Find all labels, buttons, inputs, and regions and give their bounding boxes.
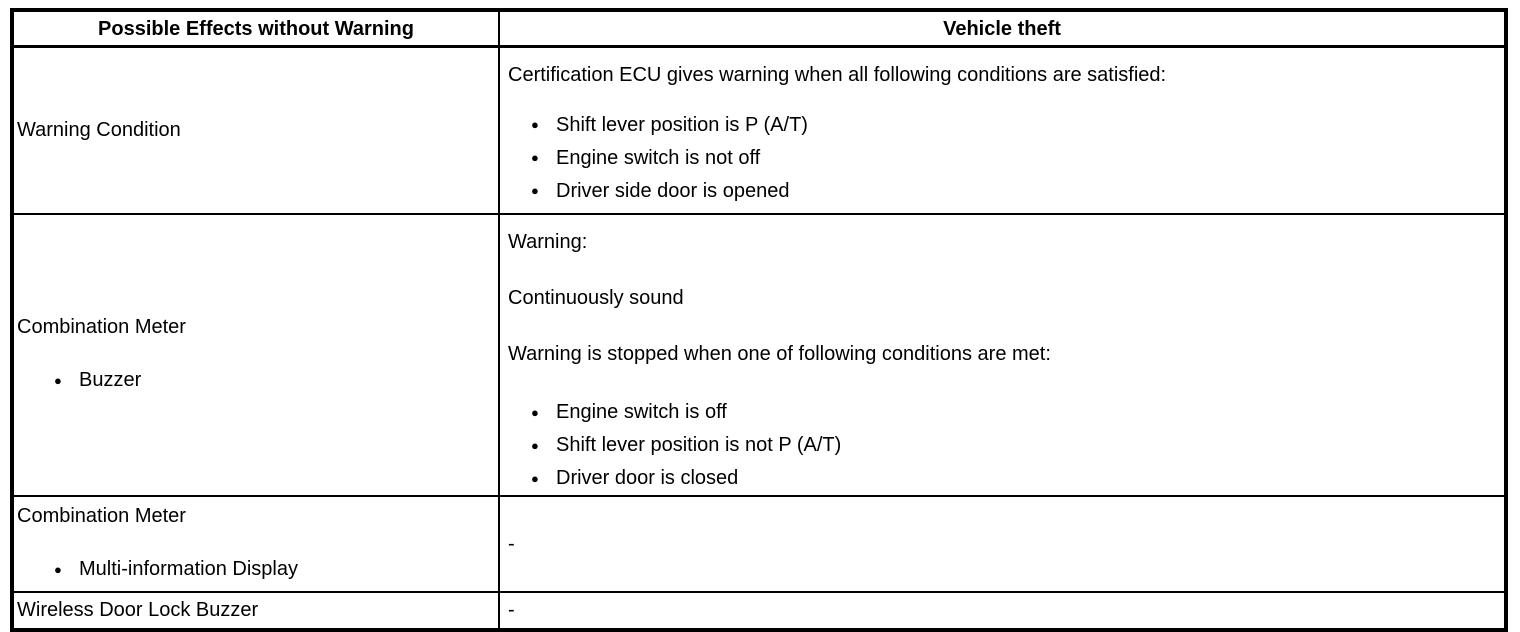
table-row-wireless-door-lock-buzzer: Wireless Door Lock Buzzer - [11,590,1507,631]
row-label: Combination Meter [17,504,186,527]
table-header-row: Possible Effects without Warning Vehicle… [11,9,1507,48]
bullet-icon: ● [531,470,539,486]
column-header-vehicle-theft: Vehicle theft [498,9,1507,48]
cell-combination-meter-buzzer-label: Combination Meter ● Buzzer [11,212,500,497]
row-label: Wireless Door Lock Buzzer [17,599,259,621]
bullet-icon: ● [531,117,539,132]
list-item: ● Shift lever position is not P (A/T) [508,429,1496,462]
row-label: Combination Meter [17,315,186,338]
cell-combination-meter-display-value: - [498,494,1507,593]
table-row-combination-meter-display: Combination Meter ● Multi-information Di… [11,494,1507,593]
cell-warning-condition-details: Certification ECU gives warning when all… [498,45,1507,215]
list-item-text: Buzzer [79,369,142,391]
list-item-text: Engine switch is not off [556,146,761,169]
list-item: ● Engine switch is not off [508,141,1496,174]
intro-text: Certification ECU gives warning when all… [508,64,1167,86]
list-item: ● Shift lever position is P (A/T) [508,108,1496,141]
table-row-combination-meter-buzzer: Combination Meter ● Buzzer Warning: Cont… [11,212,1507,497]
bullet-icon: ● [531,183,539,198]
vehicle-theft-effects-table: Possible Effects without Warning Vehicle… [10,8,1508,632]
cell-combination-meter-buzzer-details: Warning: Continuously sound Warning is s… [498,212,1507,497]
bullet-icon: ● [54,372,62,388]
cell-warning-condition-label: Warning Condition [11,45,500,215]
list-item: ● Buzzer [17,364,497,397]
list-item-text: Shift lever position is P (A/T) [556,113,808,136]
paragraph: Continuously sound [508,286,684,309]
bullet-icon: ● [54,561,62,577]
bullet-list: ● Engine switch is off ● Shift lever pos… [508,396,1496,494]
list-item-text: Shift lever position is not P (A/T) [556,434,842,456]
table-row-warning-condition: Warning Condition Certification ECU give… [11,45,1507,215]
cell-wireless-door-lock-buzzer-value: - [498,590,1507,631]
list-item: ● Multi-information Display [17,553,497,586]
list-item-text: Multi-information Display [79,558,298,580]
column-header-possible-effects: Possible Effects without Warning [11,9,500,48]
paragraph: Warning is stopped when one of following… [508,342,1051,365]
bullet-icon: ● [531,404,539,420]
cell-wireless-door-lock-buzzer-label: Wireless Door Lock Buzzer [11,590,500,631]
paragraph: Warning: [508,230,588,253]
list-item-text: Engine switch is off [556,401,727,423]
list-item-text: Driver side door is opened [556,179,790,202]
bullet-icon: ● [531,437,539,453]
row-label: Warning Condition [17,119,181,142]
list-item: ● Driver side door is opened [508,174,1496,207]
list-item: ● Engine switch is off [508,396,1496,429]
list-item-text: Driver door is closed [556,467,739,489]
bullet-icon: ● [531,150,539,165]
bullet-list: ● Shift lever position is P (A/T) ● Engi… [508,108,1496,207]
cell-combination-meter-display-label: Combination Meter ● Multi-information Di… [11,494,500,593]
list-item: ● Driver door is closed [508,462,1496,494]
